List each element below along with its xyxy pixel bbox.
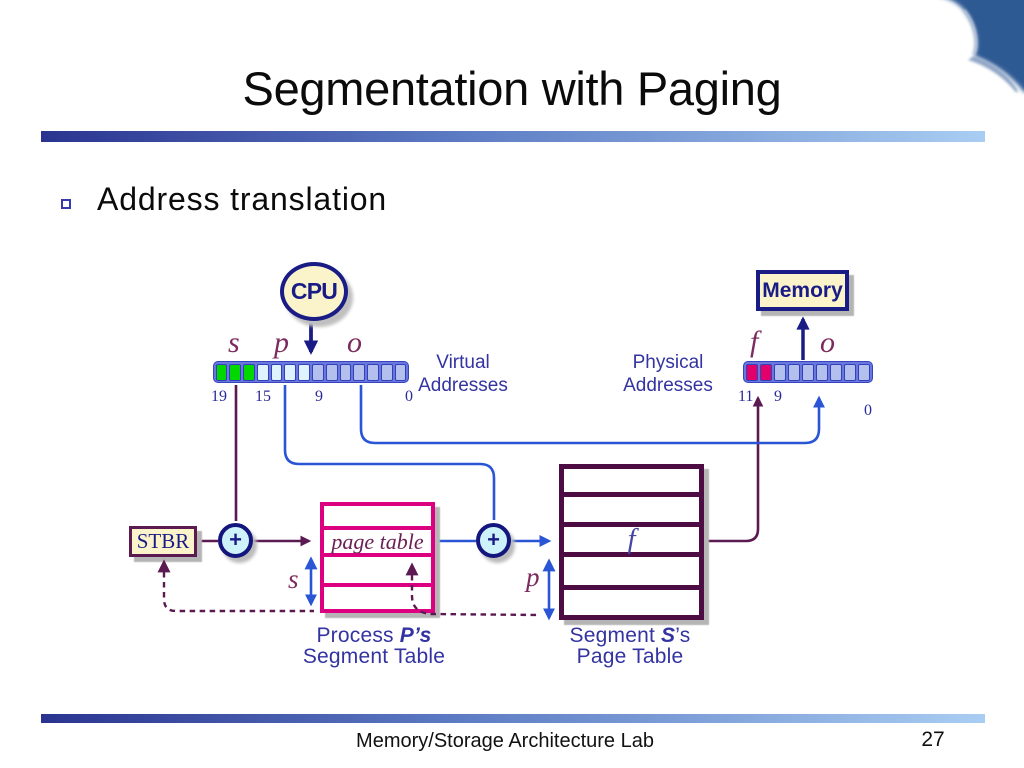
memory-node: Memory <box>756 270 849 311</box>
physical-addresses-caption: Physical Addresses <box>613 351 723 397</box>
bit-cell-lavender <box>830 363 843 381</box>
bit-cell-lavender <box>394 363 407 381</box>
stbr-register: STBR <box>129 526 197 557</box>
bit-cell-lavender <box>367 363 379 381</box>
page-table-row-label: page table <box>331 529 424 554</box>
virtual-addresses-caption: Virtual Addresses <box>413 351 513 397</box>
wire-p-to-adder2 <box>283 385 496 520</box>
page-table-caption: Segment S’s Page Table <box>550 625 710 667</box>
page-range-label-p: p <box>526 562 540 592</box>
caption-owner-suffix: ’s <box>675 624 691 647</box>
bit-cell-pale <box>284 363 297 381</box>
bit-cell-pale <box>256 363 269 381</box>
footer-text: Memory/Storage Architecture Lab <box>356 730 654 752</box>
physical-bit-9: 9 <box>774 388 782 405</box>
virtual-caption-line1: Virtual <box>436 352 490 373</box>
page-table: f <box>559 464 704 620</box>
page-number: 27 <box>921 728 945 751</box>
frame-row-label: f <box>627 523 636 555</box>
adder-1: + <box>218 523 253 558</box>
page-table-row <box>564 590 699 615</box>
footer-divider-bar <box>41 714 985 723</box>
slide-title: Segmentation with Paging <box>242 62 782 115</box>
bit-cell-lavender <box>816 363 829 381</box>
bit-cell-green <box>243 363 255 381</box>
bit-cell-lavender <box>380 363 393 381</box>
physical-bit-0: 0 <box>864 402 872 419</box>
bit-cell-lavender <box>787 363 800 381</box>
page-table-row <box>564 557 699 590</box>
page-table-row <box>564 497 699 527</box>
corner-curl-shadow <box>968 56 1018 93</box>
bit-cell-green <box>229 363 242 381</box>
bit-cell-green <box>215 363 228 381</box>
bit-cell-lavender <box>801 363 815 381</box>
virtual-bit-0: 0 <box>405 388 413 405</box>
caption-prefix: Segment <box>569 624 662 647</box>
virtual-bit-9: 9 <box>315 388 323 405</box>
physical-field-f: f <box>750 325 759 358</box>
segment-table-caption: Process P’s Segment Table <box>294 625 454 667</box>
corner-curl-edge <box>963 9 978 55</box>
bit-cell-lavender <box>325 363 338 381</box>
physical-bit-11: 11 <box>738 388 754 405</box>
virtual-bit-19: 19 <box>211 388 227 405</box>
arrow-pagetable-f-to-physical-address <box>703 395 764 543</box>
segment-table-row <box>324 587 431 609</box>
caption-prefix: Process <box>316 624 400 647</box>
page-table-caption-line1: Segment S’s <box>550 625 710 646</box>
physical-caption-line1: Physical <box>632 352 704 373</box>
virtual-field-s: s <box>228 326 240 359</box>
bit-cell-lavender <box>844 363 857 381</box>
virtual-field-p: p <box>274 326 289 359</box>
virtual-field-o: o <box>347 326 362 359</box>
corner-fold-shape <box>950 0 1024 92</box>
segment-table-row-page-table: page table <box>324 530 431 557</box>
page-table-row-f: f <box>564 525 699 557</box>
segment-table-row <box>324 506 431 530</box>
virtual-address-bar <box>213 361 409 383</box>
title-divider-bar <box>41 131 985 142</box>
page-curl-decoration <box>950 0 1024 93</box>
caption-owner: S <box>661 624 676 647</box>
physical-address-bar <box>743 361 873 383</box>
bit-cell-lavender <box>311 363 324 381</box>
segment-table-caption-line1: Process P’s <box>294 625 454 646</box>
bit-cell-pale <box>270 363 283 381</box>
page-table-row <box>564 469 699 497</box>
segment-range-label-s: s <box>288 564 299 594</box>
bit-cell-crimson <box>745 363 758 381</box>
segment-table: page table <box>320 502 435 613</box>
cpu-node: CPU <box>280 262 348 321</box>
segment-table-caption-line2: Segment Table <box>302 645 446 668</box>
bit-cell-lavender <box>773 363 786 381</box>
bullet-square-icon <box>61 199 71 209</box>
bit-cell-lavender <box>353 363 366 381</box>
virtual-bit-15: 15 <box>255 388 271 405</box>
bit-cell-lavender <box>339 363 352 381</box>
physical-field-o: o <box>820 326 835 359</box>
bit-cell-crimson <box>759 363 772 381</box>
adder-2: + <box>476 523 511 558</box>
bit-cell-pale <box>298 363 310 381</box>
virtual-caption-line2: Addresses <box>418 375 508 396</box>
bullet-text: Address translation <box>97 181 388 217</box>
segment-table-row <box>324 557 431 587</box>
page-table-caption-line2: Page Table <box>576 645 684 668</box>
caption-owner: P’s <box>399 624 432 647</box>
bit-cell-lavender <box>858 363 871 381</box>
physical-caption-line2: Addresses <box>623 375 713 396</box>
